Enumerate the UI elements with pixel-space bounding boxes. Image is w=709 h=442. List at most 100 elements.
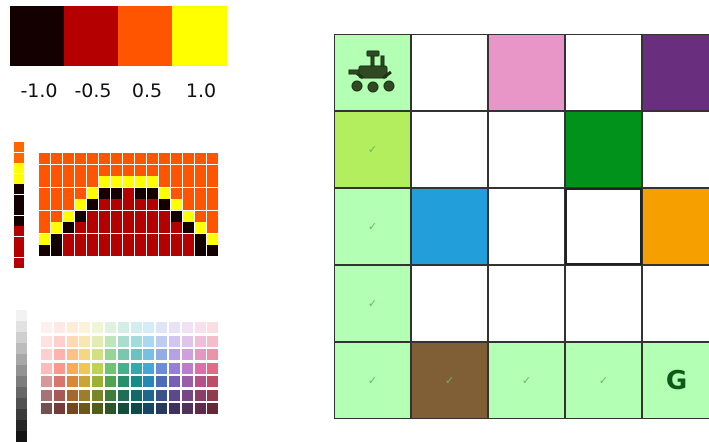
grid-cell[interactable]: ✓ [334,188,411,265]
grid-cell[interactable] [565,188,642,265]
pattern-cell [147,153,159,165]
palette-swatch [143,403,155,415]
pattern-cell [195,222,207,234]
pattern-cell [171,222,183,234]
grid-cell[interactable]: G [642,342,709,419]
legend-label: -1.0 [12,80,66,102]
grid-cell[interactable] [488,111,565,188]
grid-cell[interactable]: ✓ [334,342,411,419]
grid-cell[interactable]: ✓ [488,342,565,419]
grid-cell[interactable] [411,188,488,265]
gray-swatch [16,354,27,365]
pattern-cell [147,188,159,200]
pattern-cell [195,165,207,177]
legend-swatch [64,6,119,66]
palette-swatch [79,322,91,334]
palette-swatch [54,336,66,348]
palette-swatch [207,322,219,334]
strip-cell [14,163,24,173]
grid-cell[interactable] [334,34,411,111]
palette-swatch [41,336,53,348]
pattern-cell [207,165,219,177]
visited-check-icon: ✓ [522,374,531,387]
pattern-cell [135,188,147,200]
palette-swatch [67,390,79,402]
palette-swatch [169,390,181,402]
palette-swatch [118,322,130,334]
pattern-cell [159,188,171,200]
pattern-cell [75,211,87,223]
palette-swatch [79,349,91,361]
grid-cell[interactable] [488,188,565,265]
grid-cell[interactable]: ✓ [334,111,411,188]
palette-swatch [118,336,130,348]
grid-cell[interactable]: ✓ [565,342,642,419]
grid-cell[interactable] [642,34,709,111]
strip-cell [14,237,24,247]
grid-cell[interactable] [642,265,709,342]
pattern-cell [111,245,123,257]
palette-swatch [207,403,219,415]
palette-swatch [131,336,143,348]
pattern-cell [87,165,99,177]
grid-cell[interactable] [411,34,488,111]
pattern-cell [135,153,147,165]
pattern-cell [51,199,63,211]
grid-cell[interactable]: ✓ [334,265,411,342]
pattern-cell [147,211,159,223]
pattern-cell [207,234,219,246]
grid-cell[interactable] [411,111,488,188]
pattern-cell [99,245,111,257]
palette-swatch [156,336,168,348]
pattern-cell [99,165,111,177]
pattern-cell [51,245,63,257]
pattern-cell [195,153,207,165]
pattern-cell [87,222,99,234]
palette-swatch [195,322,207,334]
pattern-cell [135,222,147,234]
pattern-cell [171,153,183,165]
grid-cell[interactable] [565,34,642,111]
pattern-cell [183,222,195,234]
grid-cell[interactable] [411,265,488,342]
pattern-cell [195,176,207,188]
pattern-cell [87,211,99,223]
grid-cell[interactable] [488,34,565,111]
grid-cell[interactable] [642,111,709,188]
grid-cell[interactable] [565,265,642,342]
palette-swatch [169,349,181,361]
grid-cell[interactable] [642,188,709,265]
palette-swatch [156,390,168,402]
pattern-cell [195,211,207,223]
palette-swatch [79,376,91,388]
palette-swatch [79,363,91,375]
grid-cell[interactable] [488,265,565,342]
pattern-cell [147,176,159,188]
pattern-cell [39,222,51,234]
palette-swatch [169,322,181,334]
pattern-cell [183,211,195,223]
visited-check-icon: ✓ [368,297,377,310]
palette-swatch [143,363,155,375]
palette-swatch [169,403,181,415]
palette-swatch [169,363,181,375]
grid-cell[interactable] [565,111,642,188]
pattern-cell [39,234,51,246]
palette-swatch [131,322,143,334]
pattern-cell [159,176,171,188]
palette-swatch [92,322,104,334]
pattern-cell [147,165,159,177]
palette-swatch [105,349,117,361]
legend-label: 0.5 [120,80,174,102]
palette-swatch [41,363,53,375]
pattern-cell [171,188,183,200]
pattern-cell [207,176,219,188]
palette-swatch [79,336,91,348]
pattern-cell [159,211,171,223]
palette-swatch [105,403,117,415]
palette-swatch [92,336,104,348]
pattern-cell [135,176,147,188]
palette-swatch [79,390,91,402]
grid-cell[interactable]: ✓ [411,342,488,419]
visited-check-icon: ✓ [599,374,608,387]
